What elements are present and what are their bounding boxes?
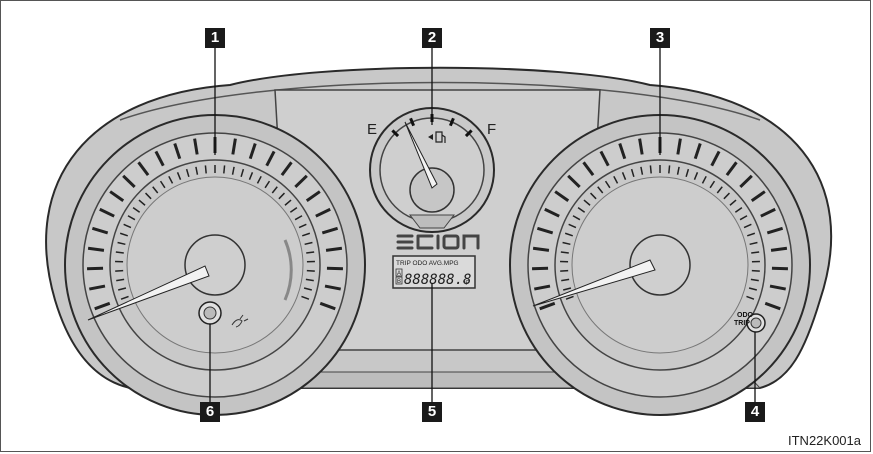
brightness-icon — [231, 314, 249, 328]
fuel-pump-icon — [435, 131, 446, 143]
figure-code: ITN22K001a — [788, 433, 861, 448]
callout-leaders — [209, 47, 756, 402]
tachometer — [64, 114, 366, 416]
callout-2: 2 — [422, 28, 442, 48]
trip-b-indicator: B — [397, 279, 401, 285]
odo-label: ODO — [737, 312, 754, 319]
brand-logo — [396, 234, 480, 250]
callout-5: 5 — [422, 402, 442, 422]
display-digits: 888888.8 — [404, 272, 471, 288]
display-modes: TRIP ODO AVG.MPG — [396, 260, 459, 267]
multi-info-display: TRIP ODO AVG.MPG A B 888888.8 °F — [392, 255, 476, 289]
trip-a-indicator: A — [397, 271, 401, 277]
trip-label: TRIP — [734, 320, 750, 327]
fuel-gauge — [369, 107, 495, 233]
callout-6: 6 — [200, 402, 220, 422]
callout-4: 4 — [745, 402, 765, 422]
fuel-empty-label: E — [367, 121, 377, 138]
callout-1: 1 — [205, 28, 225, 48]
speedometer — [509, 114, 811, 416]
fuel-full-label: F — [487, 121, 496, 138]
callout-3: 3 — [650, 28, 670, 48]
temperature-unit: °F — [463, 281, 469, 287]
